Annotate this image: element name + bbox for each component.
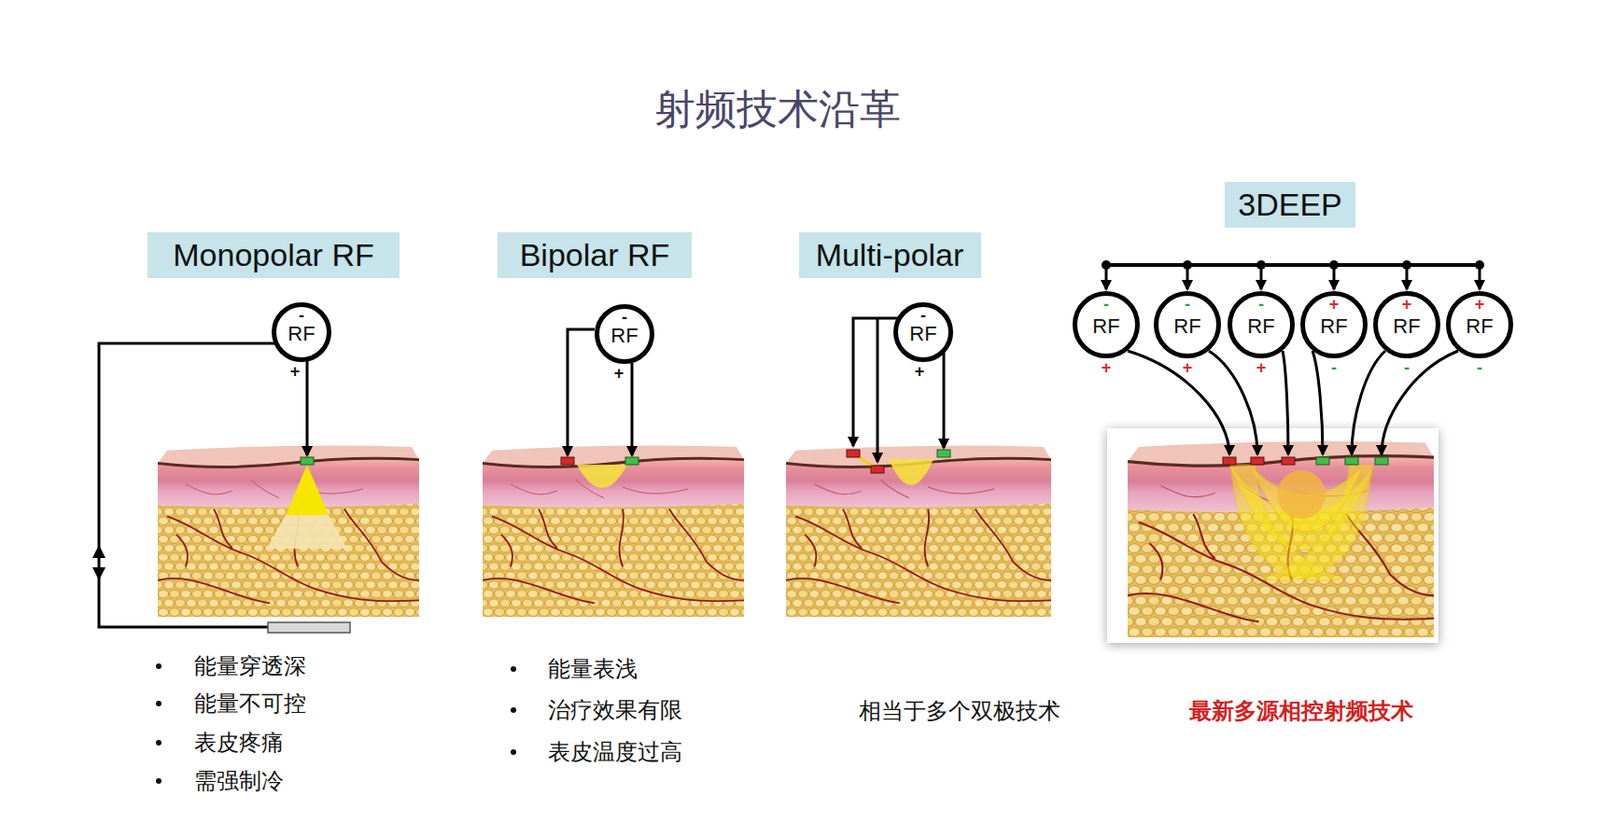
- polarity-sign: -: [276, 308, 327, 323]
- tag-text: Monopolar RF: [172, 236, 374, 274]
- rf-label: RF: [1232, 315, 1291, 338]
- diagram-title: 射频技术沿革: [654, 84, 901, 134]
- note-text: 能量表浅: [547, 655, 638, 684]
- polarity-sign: -: [1158, 296, 1217, 312]
- rf-label: RF: [599, 324, 650, 348]
- rf-source-circle: +RF-: [1300, 291, 1368, 359]
- polarity-sign: -: [1077, 296, 1136, 312]
- tag-text: Bipolar RF: [519, 236, 671, 274]
- rf-source-circle: -RF+: [1227, 291, 1295, 359]
- note-text: 需强制冷: [194, 767, 284, 796]
- rf-source-circle: -RF+: [1072, 291, 1140, 359]
- note-text: 能量穿透深: [194, 652, 307, 681]
- note-text: 最新多源相控射频技术: [1189, 697, 1414, 726]
- polarity-sign: +: [894, 364, 945, 379]
- polarity-sign: +: [1377, 296, 1436, 312]
- polarity-sign: +: [1450, 296, 1509, 312]
- note-text: 表皮温度过高: [547, 738, 683, 767]
- rf-label: RF: [1158, 315, 1217, 338]
- polarity-sign: +: [593, 365, 645, 381]
- polarity-sign: +: [1232, 360, 1291, 376]
- polarity-sign: -: [1450, 360, 1509, 376]
- title-tag: Multi-polar: [799, 232, 982, 279]
- note-text: 能量不可控: [194, 689, 307, 718]
- polarity-sign: -: [898, 308, 949, 323]
- rf-label: RF: [276, 322, 327, 346]
- polarity-sign: +: [1077, 360, 1136, 376]
- title-tag: Monopolar RF: [147, 232, 400, 279]
- tag-text: Multi-polar: [815, 236, 965, 274]
- rf-label: RF: [898, 322, 949, 346]
- polarity-sign: +: [1158, 360, 1217, 376]
- note-text: 治疗效果有限: [547, 696, 683, 725]
- polarity-sign: +: [269, 364, 321, 379]
- note-text: 表皮疼痛: [194, 729, 284, 758]
- rf-source-circle: -RF+: [1153, 291, 1222, 359]
- tag-text: 3DEEP: [1237, 185, 1343, 224]
- rf-label: RF: [1377, 315, 1436, 338]
- rf-label: RF: [1450, 315, 1509, 338]
- rf-label: RF: [1077, 315, 1136, 338]
- rf-source-circle: -RF+: [271, 302, 332, 363]
- note-text: 相当于多个双极技术: [858, 697, 1061, 726]
- rf-source-circle: +RF-: [1445, 291, 1514, 359]
- polarity-sign: -: [1232, 296, 1291, 312]
- polarity-sign: +: [1305, 296, 1363, 312]
- rf-source-circle: -RF+: [893, 302, 954, 363]
- rf-source-circle: +RF-: [1373, 291, 1441, 359]
- rf-source-circle: -RF+: [594, 304, 655, 365]
- rf-label: RF: [1305, 315, 1363, 338]
- title-tag: 3DEEP: [1224, 182, 1356, 228]
- polarity-sign: -: [599, 309, 650, 325]
- polarity-sign: -: [1305, 360, 1363, 376]
- polarity-sign: -: [1377, 360, 1436, 376]
- title-tag: Bipolar RF: [497, 232, 692, 279]
